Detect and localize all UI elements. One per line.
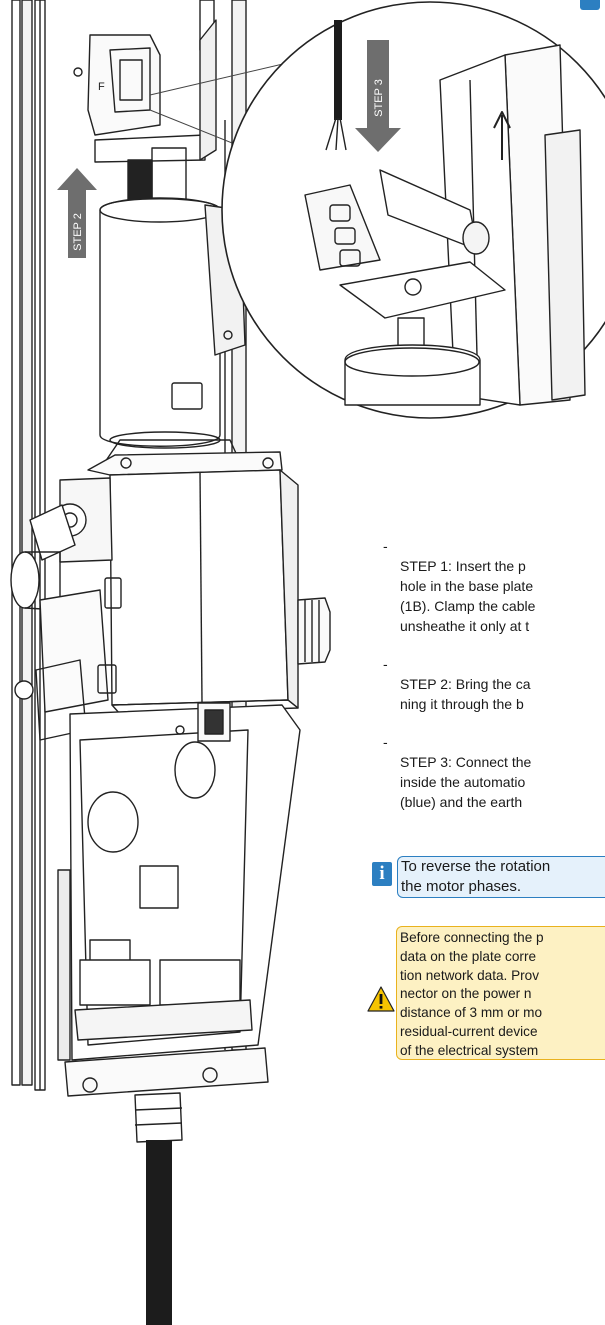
- detail-magnifier: [221, 1, 605, 419]
- warning-icon: [367, 986, 395, 1012]
- cable-gland: [64, 1047, 269, 1325]
- release-mechanism: [10, 477, 122, 741]
- step3-label: STEP 3: [373, 79, 385, 117]
- info-note: To reverse the rotation the motor phases…: [397, 856, 605, 898]
- step-1-text: Insert the p hole in the base plate (1B)…: [400, 558, 536, 634]
- gear-housing: [87, 451, 331, 715]
- step-3: -STEP 3: Connect the inside the automati…: [383, 734, 532, 810]
- step2-label: STEP 2: [72, 213, 84, 251]
- step-1: -STEP 1: Insert the p hole in the base p…: [383, 538, 536, 634]
- instruction-steps: -STEP 1: Insert the p hole in the base p…: [383, 536, 605, 830]
- step-2: -STEP 2: Bring the ca ning it through th…: [383, 656, 531, 712]
- step-2-tag: STEP 2:: [400, 676, 452, 692]
- info-icon: i: [372, 862, 392, 886]
- warning-note: Before connecting the p data on the plat…: [396, 926, 605, 1060]
- step2-arrow: STEP 2: [57, 168, 97, 258]
- step3-arrow: STEP 3: [355, 40, 401, 152]
- plate-letter: F: [98, 81, 105, 93]
- step-3-tag: STEP 3:: [400, 754, 452, 770]
- control-board: [57, 702, 301, 1061]
- step-1-tag: STEP 1:: [400, 558, 452, 574]
- top-bracket: [73, 19, 217, 163]
- step-3-text: Connect the inside the automatio (blue) …: [400, 754, 532, 810]
- step-2-text: Bring the ca ning it through the b: [400, 676, 531, 712]
- corner-tab: [580, 0, 600, 10]
